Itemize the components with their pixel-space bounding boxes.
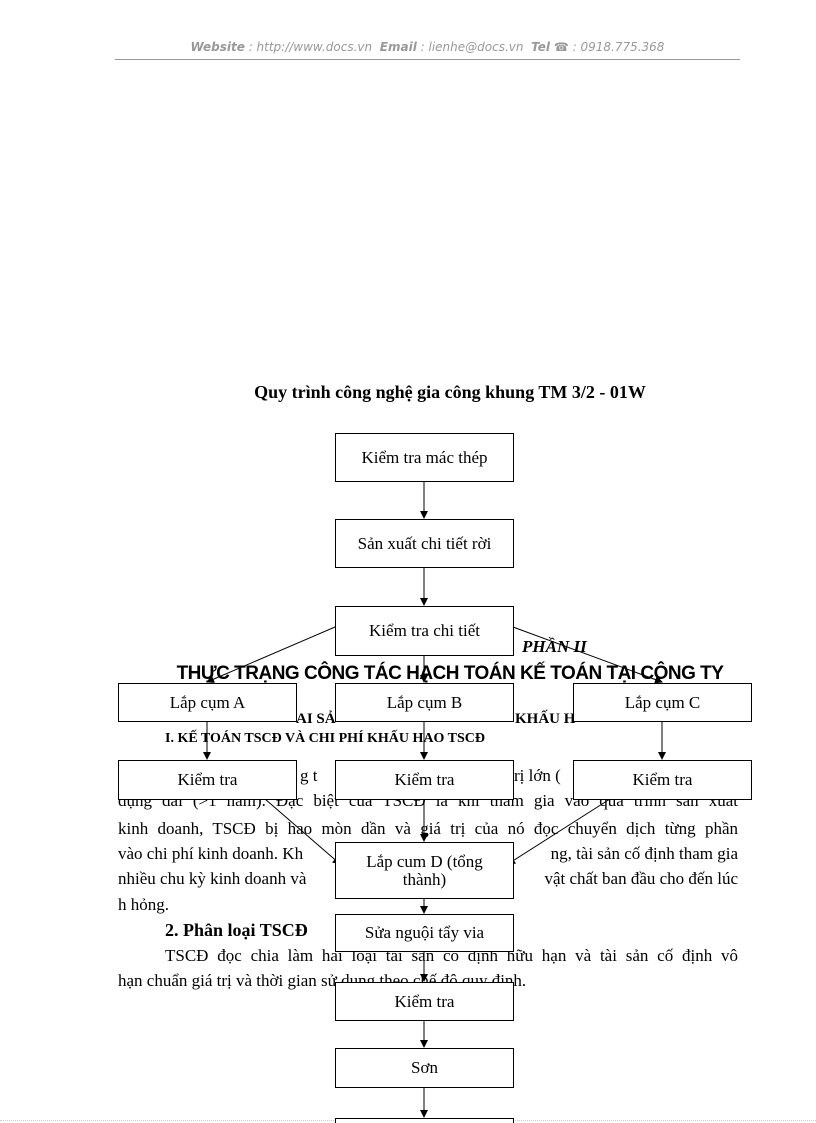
step-box: Sơn: [335, 1048, 514, 1088]
step-box: Kiểm tra: [335, 982, 514, 1021]
step-box: Kiểm tra chi tiết: [335, 606, 514, 656]
chapter-heading: THỰC TRẠNG CÔNG TÁC HẠCH TOÁN KẾ TOÁN TẠ…: [176, 663, 724, 684]
section-heading: 2. Phân loại TSCĐ: [165, 920, 308, 940]
step-box: [335, 1118, 514, 1123]
tel-number: ☎ : 0918.775.368: [553, 40, 665, 54]
text-fragment: vật chất ban đầu cho đến lúc: [544, 869, 738, 888]
step-box: Lắp cụm A: [118, 683, 297, 722]
paragraph-line: h hỏng.: [118, 895, 169, 914]
section-heading: I. KẾ TOÁN TSCĐ VÀ CHI PHÍ KHẤU HAO TSCĐ: [165, 731, 485, 746]
text-fragment: vào chi phí kinh doanh. Kh: [118, 844, 304, 863]
email-label: Email: [379, 40, 417, 54]
website-url[interactable]: : http://www.docs.vn: [248, 40, 373, 54]
step-box: Kiểm tra: [573, 760, 752, 800]
part-label: PHẦN II: [522, 637, 587, 656]
step-box: Lắp cụm B: [335, 683, 514, 722]
header-divider: [115, 59, 740, 60]
text-fragment: nhiều chu kỳ kinh doanh và: [118, 869, 307, 888]
step-box: Sản xuất chi tiết rời: [335, 519, 514, 568]
arrow: [507, 798, 611, 865]
email-address[interactable]: : lienhe@docs.vn: [420, 40, 524, 54]
step-box: Kiểm tra mác thép: [335, 433, 514, 482]
step-box: Lắp cum D (tổng thành): [335, 842, 514, 899]
subheading-fragment: KHẤU H: [515, 711, 576, 727]
subheading-fragment: AI SẢ: [296, 711, 336, 727]
step-box: Kiểm tra: [335, 760, 514, 800]
tel-label: Tel: [531, 40, 551, 54]
paragraph-line: TSCĐ đọc chia làm hai loại tài sản cố đị…: [165, 946, 738, 965]
flowchart-title: Quy trình công nghệ gia công khung TM 3/…: [254, 382, 646, 402]
arrow: [206, 626, 336, 683]
step-box: Lắp cụm C: [573, 683, 752, 722]
step-box: Kiểm tra: [118, 760, 297, 800]
step-box: Sửa nguội tẩy via: [335, 914, 514, 952]
paragraph-line: kinh doanh, TSCĐ bị hao mòn dần và giá t…: [118, 819, 738, 838]
arrow: [264, 798, 341, 865]
text-fragment: rị lớn (: [514, 766, 561, 785]
website-label: Website: [190, 40, 245, 54]
text-fragment: g t: [300, 766, 318, 785]
page-header: Website : http://www.docs.vn Email : lie…: [115, 40, 740, 54]
arrow: [512, 626, 663, 684]
text-fragment: ng, tài sản cố định tham gia: [550, 844, 738, 863]
